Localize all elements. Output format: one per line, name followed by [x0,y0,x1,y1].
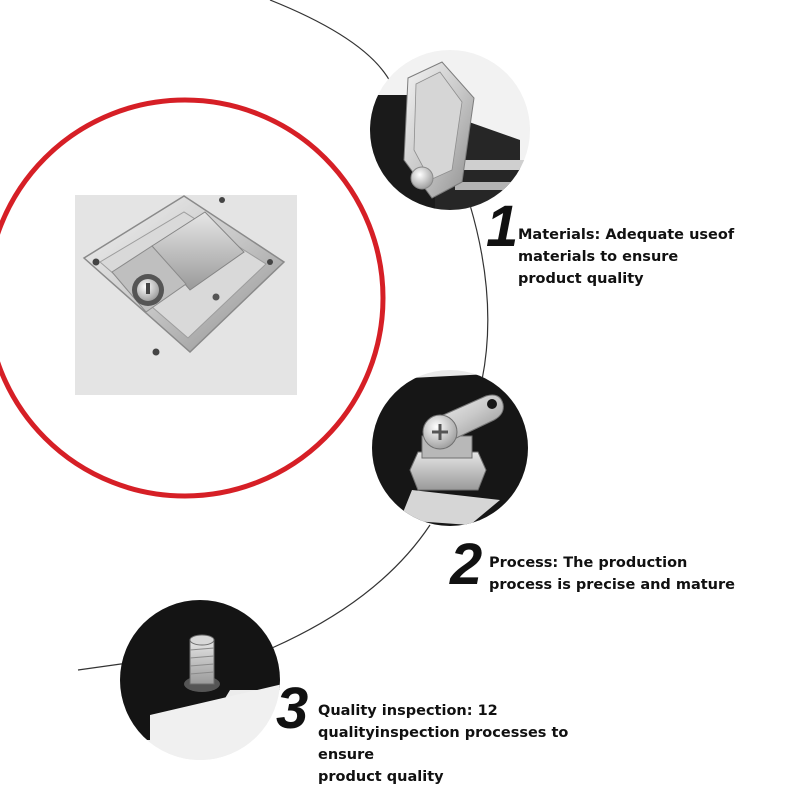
product-photo-ring [0,97,386,499]
detail-photo-1 [370,50,530,210]
connector-arc [77,0,489,671]
feature-2-caption: Process: The production process is preci… [489,552,735,596]
feature-1-line-1: Materials: Adequate useof [518,227,735,243]
feature-2-line-1: Process: The production [489,555,688,571]
feature-1-number: 1 [486,194,518,259]
feature-2-line-2: process is precise and mature [489,577,735,593]
feature-3-line-1: Quality inspection: 12 [318,703,498,719]
feature-3-number: 3 [276,676,308,741]
feature-3-caption: Quality inspection: 12 qualityinspection… [318,700,568,788]
feature-3-line-4: product quality [318,769,444,785]
detail-photo-3 [120,600,280,760]
feature-1-line-2: materials to ensure [518,249,679,265]
feature-1-caption: Materials: Adequate useof materials to e… [518,224,734,290]
detail-photo-2 [372,370,528,526]
feature-2-number: 2 [450,532,482,597]
feature-3-line-2: qualityinspection processes to [318,725,569,741]
feature-1-line-3: product quality [518,271,644,287]
feature-3-line-3: ensure [318,747,375,763]
product-photo [0,100,383,496]
